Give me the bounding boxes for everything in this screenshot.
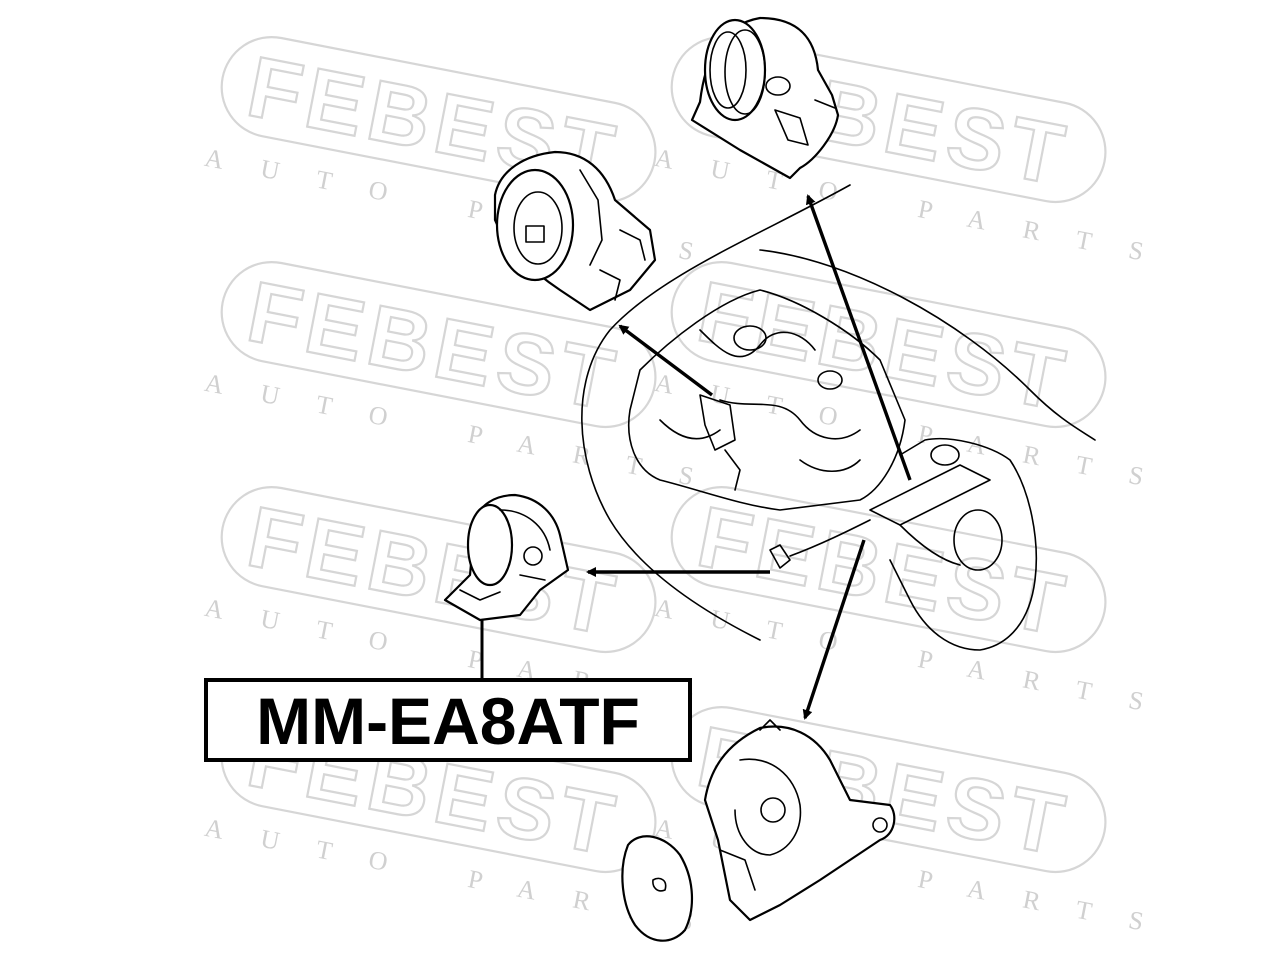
- watermark-layer: FEBEST AUTO PARTS FEBEST AUTO PARTS FEBE…: [202, 35, 1183, 944]
- engine-mount-top-right: [690, 16, 840, 180]
- arrow-to-bottom-right-mount: [802, 539, 866, 720]
- watermark-4: FEBEST AUTO PARTS: [652, 260, 1183, 499]
- part-number-label: MM-EA8ATF: [204, 678, 692, 762]
- callout-arrows: [586, 194, 912, 720]
- part-number-box: [204, 678, 692, 762]
- engine-mount-bottom-right: [621, 719, 896, 942]
- arrow-to-top-right-mount: [805, 194, 912, 481]
- watermark-6: FEBEST AUTO PARTS: [652, 485, 1183, 724]
- arrow-to-middle-left-mount: [618, 324, 714, 397]
- part-number-text: MM-EA8ATF: [256, 684, 640, 758]
- engine-assembly-illustration: [581, 184, 1096, 651]
- engine-mount-middle-left: [493, 150, 657, 312]
- engine-mount-labeled: [443, 493, 570, 622]
